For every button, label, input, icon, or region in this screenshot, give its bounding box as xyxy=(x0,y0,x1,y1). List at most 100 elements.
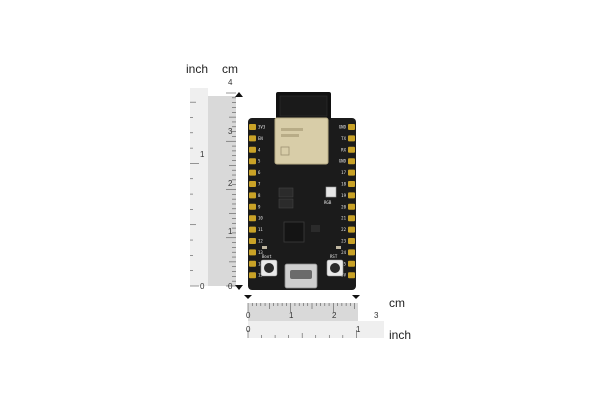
shield-marking xyxy=(281,134,299,137)
horizontal-ruler-cm-band xyxy=(248,303,358,321)
horizontal-ruler: 0 1 2 3 0 1 xyxy=(244,295,384,338)
pin-pad xyxy=(348,260,355,267)
pin-label: 5V xyxy=(341,273,346,278)
pin-pad xyxy=(249,260,256,267)
pin-label: 20 xyxy=(341,204,346,209)
h-right-arrow xyxy=(352,295,360,299)
smd-resistor xyxy=(336,246,341,249)
pin-pad xyxy=(348,226,355,233)
usb-opening xyxy=(290,270,312,279)
vertical-ruler-inch-band xyxy=(190,88,208,286)
pin-label: GND xyxy=(339,159,347,164)
pin-label: 25 xyxy=(341,261,346,266)
boot-button-cap xyxy=(264,263,274,273)
vertical-ruler: 0 1 2 3 4 0 1 xyxy=(190,78,243,291)
regulator-chip xyxy=(278,187,294,198)
pin-label: 13 xyxy=(258,250,263,255)
pin-label: 6 xyxy=(258,170,261,175)
v-cm-tick-2: 2 xyxy=(228,179,233,188)
pin-pad xyxy=(249,226,256,233)
pin-pad xyxy=(348,181,355,187)
pin-pad xyxy=(249,124,256,130)
pin-label: EN xyxy=(258,136,263,141)
v-cm-tick-4: 4 xyxy=(228,78,233,87)
h-cm-tick-1: 1 xyxy=(289,311,294,320)
v-inch-tick-0: 0 xyxy=(200,282,205,291)
pin-pad xyxy=(249,272,256,279)
pin-pad xyxy=(249,203,256,210)
pin-pad xyxy=(348,158,355,165)
v-cm-tick-0: 0 xyxy=(228,282,233,291)
module-shield xyxy=(274,117,329,165)
h-inch-tick-1: 1 xyxy=(356,325,361,334)
pin-pad xyxy=(348,238,355,244)
pin-label: 7 xyxy=(258,182,261,187)
pin-pad xyxy=(348,272,355,279)
boot-button[interactable] xyxy=(260,259,278,277)
pin-label: 11 xyxy=(258,227,263,232)
h-cm-tick-2: 2 xyxy=(332,311,337,320)
v-inch-tick-1: 1 xyxy=(200,150,205,159)
vertical-ruler-cm-label: cm xyxy=(222,62,238,76)
pin-label: 10 xyxy=(258,216,263,221)
h-inch-tick-0: 0 xyxy=(246,325,251,334)
reset-button-cap xyxy=(330,263,340,273)
pin-pad xyxy=(249,215,256,222)
pin-label: GND xyxy=(339,125,347,130)
pin-pad xyxy=(348,192,355,199)
pin-label: TX xyxy=(341,136,346,141)
v-cm-tick-3: 3 xyxy=(228,127,233,136)
pin-pad xyxy=(249,146,256,153)
pin-pad xyxy=(348,203,355,210)
pin-label: 3V3 xyxy=(258,125,266,130)
pin-pad xyxy=(348,135,355,142)
regulator-chip xyxy=(278,198,294,209)
vertical-ruler-inch-label: inch xyxy=(186,62,209,76)
pin-pad xyxy=(348,215,355,222)
pin-pad xyxy=(249,181,256,187)
pin-pad xyxy=(348,146,355,153)
v-bottom-arrow xyxy=(235,285,243,290)
pin-label: 24 xyxy=(341,250,346,255)
pin-label: 23 xyxy=(341,239,346,244)
pin-label: 22 xyxy=(341,227,346,232)
horizontal-ruler-cm-label: cm xyxy=(389,296,405,310)
v-cm-tick-1: 1 xyxy=(228,227,233,236)
pin-label: 4 xyxy=(258,147,261,152)
pin-pad xyxy=(348,124,355,130)
antenna-trace xyxy=(279,95,328,117)
pin-pad xyxy=(249,249,256,256)
pin-pad xyxy=(249,135,256,142)
pin-pad xyxy=(249,238,256,244)
pin-label: 8 xyxy=(258,193,261,198)
h-left-arrow xyxy=(244,295,252,299)
pin-pad xyxy=(348,169,355,176)
horizontal-ruler-inch-band xyxy=(248,321,384,338)
pin-label: 5 xyxy=(258,159,261,164)
pin-label: 19 xyxy=(341,193,346,198)
reset-button[interactable] xyxy=(326,259,344,277)
shield-marking xyxy=(281,128,303,131)
pin-label: 17 xyxy=(341,170,346,175)
pin-label: 18 xyxy=(341,182,346,187)
vertical-ruler-cm-band xyxy=(208,96,236,286)
shield-qr xyxy=(280,146,290,156)
vertical-ruler-ticks xyxy=(190,92,236,287)
rgb-silk-label: RGB xyxy=(324,200,332,205)
pin-label: 9 xyxy=(258,204,261,209)
pin-pad xyxy=(249,169,256,176)
h-cm-tick-0: 0 xyxy=(246,311,251,320)
pin-label: RX xyxy=(341,147,346,152)
usb-bridge-chip xyxy=(283,221,305,243)
pin-label: 12 xyxy=(258,239,263,244)
rgb-led xyxy=(325,186,337,198)
smd-component xyxy=(311,225,320,232)
pin-pad xyxy=(249,192,256,199)
pin-pad xyxy=(249,158,256,165)
boot-silk-label: Boot xyxy=(262,254,272,259)
horizontal-ruler-inch-label: inch xyxy=(389,328,412,342)
